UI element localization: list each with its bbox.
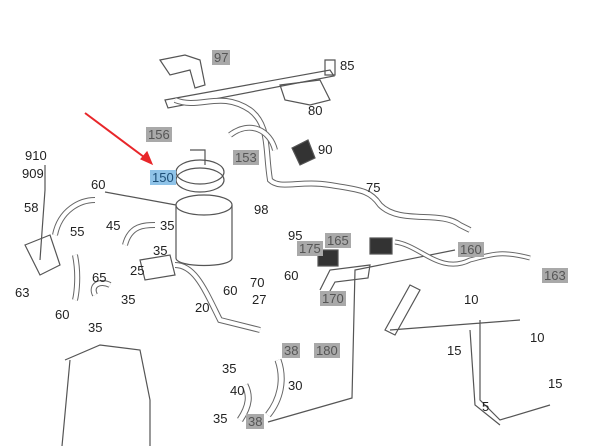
part-label-27: 27 bbox=[252, 292, 267, 307]
part-label-150[interactable]: 150 bbox=[150, 170, 176, 185]
pointer-arrow bbox=[84, 112, 149, 161]
part-label-60: 60 bbox=[223, 283, 238, 298]
bracket-97 bbox=[159, 54, 206, 89]
part-label-35: 35 bbox=[121, 292, 136, 307]
part-label-30: 30 bbox=[288, 378, 303, 393]
part-label-65: 65 bbox=[92, 270, 107, 285]
part-label-25: 25 bbox=[130, 263, 145, 278]
part-label-75: 75 bbox=[366, 180, 381, 195]
part-label-38[interactable]: 38 bbox=[246, 414, 265, 429]
bolt-85 bbox=[324, 59, 336, 76]
part-label-70: 70 bbox=[250, 275, 265, 290]
high-pressure-pump bbox=[61, 344, 151, 446]
part-label-90: 90 bbox=[318, 142, 333, 157]
part-label-10: 10 bbox=[464, 292, 479, 307]
fuel-filter bbox=[175, 205, 233, 267]
part-label-910: 910 bbox=[25, 148, 47, 163]
part-label-40: 40 bbox=[230, 383, 245, 398]
part-label-63: 63 bbox=[15, 285, 30, 300]
sensor-90 bbox=[291, 139, 316, 166]
part-55 bbox=[24, 234, 61, 276]
part-label-60: 60 bbox=[91, 177, 106, 192]
part-label-156[interactable]: 156 bbox=[146, 127, 172, 142]
part-label-35: 35 bbox=[88, 320, 103, 335]
part-label-58: 58 bbox=[24, 200, 39, 215]
part-label-909: 909 bbox=[22, 166, 44, 181]
part-label-38[interactable]: 38 bbox=[282, 343, 301, 358]
part-label-163[interactable]: 163 bbox=[542, 268, 568, 283]
part-label-55: 55 bbox=[70, 224, 85, 239]
part-label-15: 15 bbox=[447, 343, 462, 358]
part-label-95: 95 bbox=[288, 228, 303, 243]
part-label-10: 10 bbox=[530, 330, 545, 345]
part-label-15: 15 bbox=[548, 376, 563, 391]
part-label-180[interactable]: 180 bbox=[314, 343, 340, 358]
part-label-160[interactable]: 160 bbox=[458, 242, 484, 257]
part-label-35: 35 bbox=[222, 361, 237, 376]
part-label-153[interactable]: 153 bbox=[233, 150, 259, 165]
part-label-45: 45 bbox=[106, 218, 121, 233]
part-80 bbox=[279, 79, 331, 106]
clamp-150 bbox=[175, 159, 225, 185]
part-165 bbox=[317, 249, 339, 267]
part-label-60: 60 bbox=[55, 307, 70, 322]
part-label-35: 35 bbox=[153, 243, 168, 258]
part-label-170[interactable]: 170 bbox=[320, 291, 346, 306]
part-label-175[interactable]: 175 bbox=[297, 241, 323, 256]
part-25 bbox=[139, 254, 176, 281]
part-label-85: 85 bbox=[340, 58, 355, 73]
part-label-20: 20 bbox=[195, 300, 210, 315]
part-label-165[interactable]: 165 bbox=[325, 233, 351, 248]
part-label-35: 35 bbox=[213, 411, 228, 426]
part-label-35: 35 bbox=[160, 218, 175, 233]
part-label-60: 60 bbox=[284, 268, 299, 283]
fuel-rail bbox=[164, 69, 335, 109]
part-label-5: 5 bbox=[482, 399, 490, 414]
part-label-80: 80 bbox=[308, 103, 323, 118]
part-label-97[interactable]: 97 bbox=[212, 50, 231, 65]
part-label-98: 98 bbox=[254, 202, 269, 217]
bracket-170 bbox=[319, 264, 371, 301]
